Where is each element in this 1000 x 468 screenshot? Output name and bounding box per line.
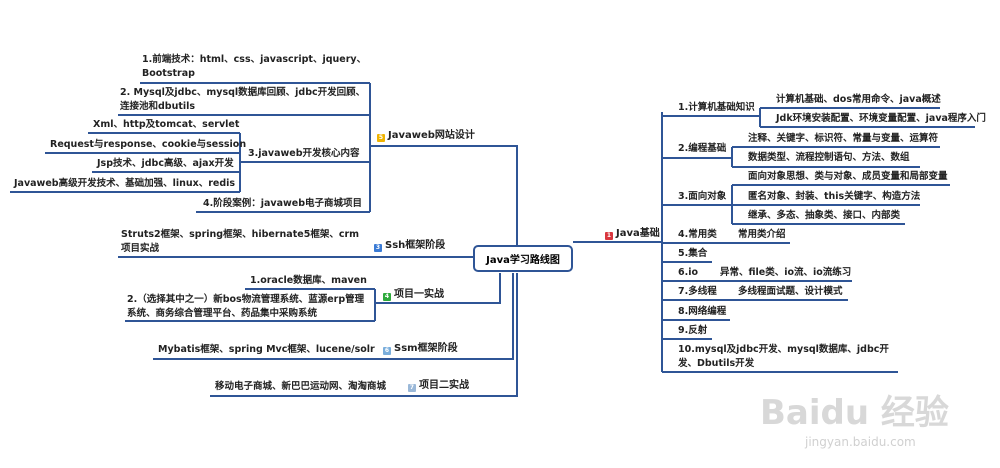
java-item-8[interactable]: 8.网络编程 (678, 306, 727, 317)
javaweb-item-1[interactable]: 1.前端技术：html、css、javascript、jquery、Bootst… (142, 54, 367, 79)
project2-item-1[interactable]: 移动电子商城、新巴巴运动网、淘淘商城 (215, 381, 387, 392)
java-sub-2-2[interactable]: 数据类型、流程控制语句、方法、数组 (748, 152, 910, 163)
java-item-10[interactable]: 10.mysql及jdbc开发、mysql数据库、jdbc开发、Dbutils开… (678, 344, 889, 369)
baidu-watermark-logo: Baidu 经验 (760, 393, 949, 433)
java-item-7[interactable]: 7.多线程 (678, 286, 717, 297)
core-item-2[interactable]: Request与response、cookie与session (50, 139, 247, 150)
java-item-6[interactable]: 6.io (678, 267, 699, 278)
java-item-2[interactable]: 2.编程基础 (678, 143, 727, 154)
java-sub-3-1[interactable]: 面向对象思想、类与对象、成员变量和局部变量 (748, 171, 948, 182)
core-item-3[interactable]: Jsp技术、jdbc高级、ajax开发 (97, 158, 234, 169)
watermark-url: jingyan.baidu.com (805, 435, 916, 449)
priority-3-icon: 3 (374, 244, 382, 252)
java-sub-1-2[interactable]: Jdk环境安装配置、环境变量配置、java程序入门 (776, 113, 986, 124)
java-item-1[interactable]: 1.计算机基础知识 (678, 102, 755, 113)
project1-item-1[interactable]: 1.oracle数据库、maven (250, 275, 367, 286)
javaweb-item-3[interactable]: 3.javaweb开发核心内容 (248, 148, 360, 159)
java-sub-2-1[interactable]: 注释、关键字、标识符、常量与变量、运算符 (748, 133, 939, 144)
project1-item-2[interactable]: 2.（选择其中之一）新bos物流管理系统、蓝源erp管理系统、商务综合管理平台、… (127, 294, 365, 319)
priority-6-icon: 6 (383, 347, 391, 355)
java-sub-6-1[interactable]: 异常、file类、io流、io流练习 (720, 267, 852, 278)
node-label: Ssh框架阶段 (385, 240, 446, 251)
core-item-1[interactable]: Xml、http及tomcat、servlet (93, 119, 240, 130)
priority-7-icon: 7 (408, 384, 416, 392)
java-sub-7-1[interactable]: 多线程面试题、设计模式 (738, 286, 843, 297)
java-sub-3-3[interactable]: 继承、多态、抽象类、接口、内部类 (748, 210, 901, 221)
node-label: Javaweb网站设计 (388, 130, 475, 141)
java-item-5[interactable]: 5.集合 (678, 248, 708, 259)
core-item-4[interactable]: Javaweb高级开发技术、基础加强、linux、redis (14, 178, 236, 189)
node-label: 项目二实战 (419, 380, 469, 391)
java-sub-3-2[interactable]: 匿名对象、封装、this关键字、构造方法 (748, 191, 921, 202)
priority-1-icon: 1 (605, 232, 613, 240)
priority-5-icon: 5 (377, 134, 385, 142)
java-item-9[interactable]: 9.反射 (678, 325, 708, 336)
node-label: Java基础 (616, 228, 660, 239)
node-label: 项目一实战 (394, 289, 444, 300)
priority-4-icon: 4 (383, 293, 391, 301)
javaweb-item-2[interactable]: 2. Mysql及jdbc、mysql数据库回顾、jdbc开发回顾、连接池和db… (120, 87, 366, 112)
java-item-3[interactable]: 3.面向对象 (678, 191, 727, 202)
node-label: Ssm框架阶段 (394, 343, 458, 354)
java-sub-1-1[interactable]: 计算机基础、dos常用命令、java概述 (776, 94, 941, 105)
ssh-item-1[interactable]: Struts2框架、spring框架、hibernate5框架、crm项目实战 (121, 229, 360, 254)
java-sub-4-1[interactable]: 常用类介绍 (738, 229, 786, 240)
center-node[interactable]: Java学习路线图 (473, 245, 573, 272)
javaweb-item-4[interactable]: 4.阶段案例：javaweb电子商城项目 (203, 198, 363, 209)
ssm-item-1[interactable]: Mybatis框架、spring Mvc框架、lucene/solr (158, 344, 375, 355)
java-item-4[interactable]: 4.常用类 (678, 229, 717, 240)
